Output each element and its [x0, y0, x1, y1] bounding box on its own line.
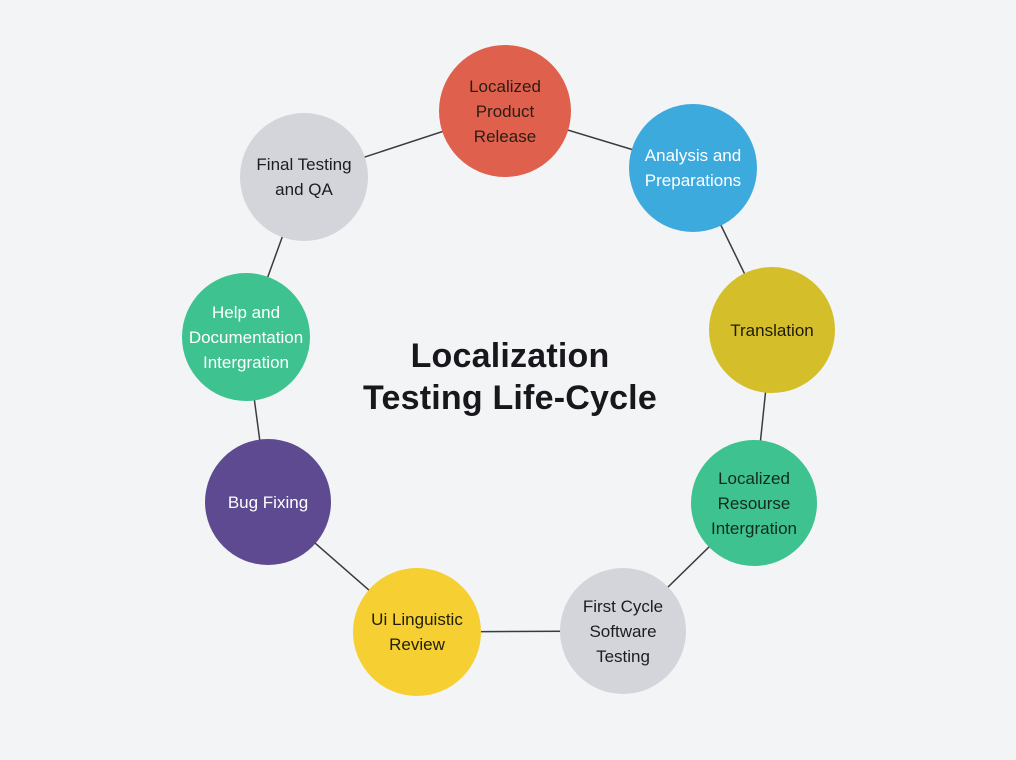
node-translation: Translation	[709, 267, 835, 393]
node-bug-fixing: Bug Fixing	[205, 439, 331, 565]
diagram-title-line-1: Localization	[410, 337, 610, 375]
node-label: Translation	[730, 320, 814, 340]
diagram-title: Localization Testing Life-Cycle	[260, 335, 760, 419]
node-label: Bug Fixing	[227, 492, 309, 512]
diagram-title-line-2: Testing Life-Cycle	[363, 379, 657, 417]
cycle-ring-path	[245, 110, 773, 633]
